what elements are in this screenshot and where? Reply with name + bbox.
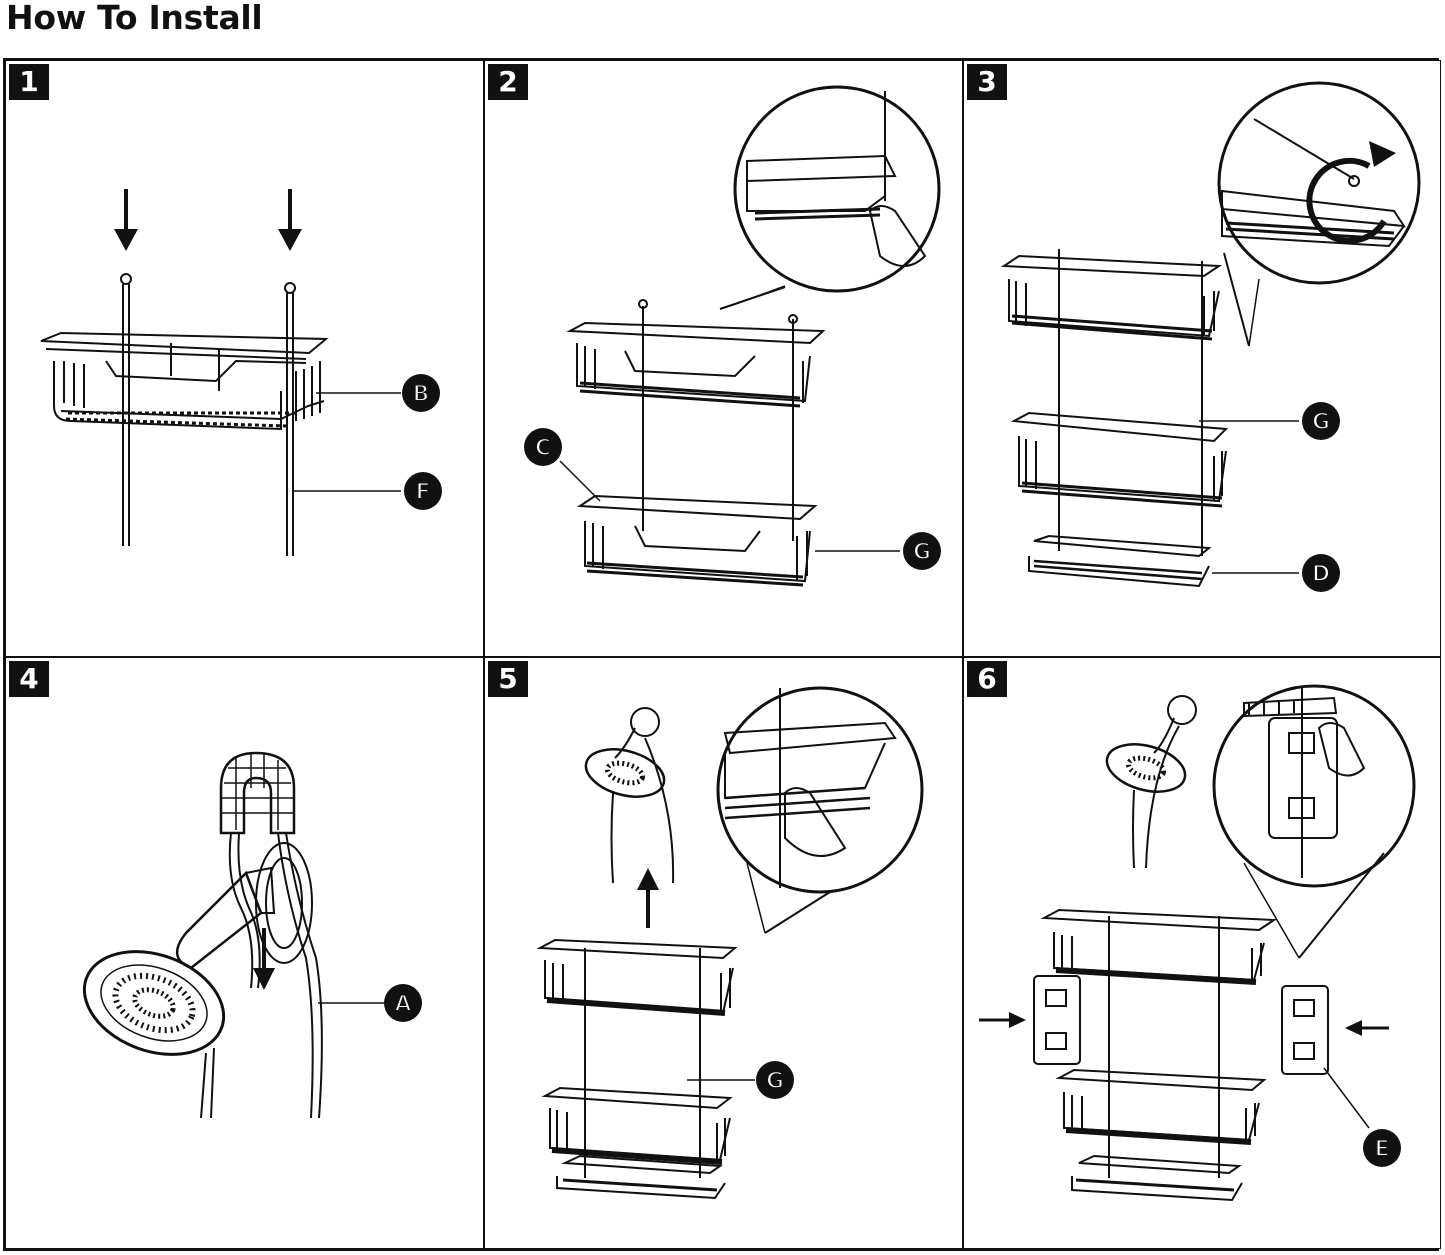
top-basket-icon [1040,908,1278,985]
lower-basket-icon [576,494,818,587]
pole-icon [1058,249,1203,556]
callout-C: C [524,428,562,466]
soap-dish-icon [1028,534,1212,588]
step-3-number: 3 [967,64,1007,100]
step-4-panel: 4 [5,657,484,1249]
svg-text:A: A [394,992,411,1017]
instruction-grid: 1 [3,58,1441,1251]
step-1-number: 1 [9,64,49,100]
step-4-number: 4 [9,661,49,697]
svg-text:E: E [1374,1137,1389,1162]
callout-leader [293,392,401,492]
basket-icon [40,331,329,431]
callout-E: E [1363,1129,1401,1167]
step-2-panel: 2 [484,60,963,657]
callout-leader [1323,1067,1370,1129]
step-1-panel: 1 [5,60,484,657]
up-arrow-icon [637,868,659,928]
svg-text:G: G [1312,410,1330,435]
svg-text:C: C [535,436,551,461]
svg-text:D: D [1312,562,1330,587]
soap-dish-icon [556,1154,726,1200]
svg-text:G: G [766,1069,784,1094]
page-title: How To Install [6,0,263,37]
step-5-illustration: G [536,686,924,1200]
pole-icon [120,273,296,556]
step-2-number: 2 [488,64,528,100]
step-2-illustration: C G [524,85,941,587]
adhesive-pad-icon [1033,975,1329,1075]
callout-leader [1199,420,1299,574]
svg-text:G: G [913,540,931,565]
zoom-circle-icon [1217,81,1421,347]
top-basket-icon [536,938,738,1016]
middle-basket-icon [1010,411,1229,508]
middle-basket-icon [541,1086,733,1165]
pole-icon [584,948,701,1178]
callout-G: G [903,532,941,570]
down-arrow-icon [253,928,275,990]
u-hook-icon [219,751,296,835]
right-arrow-icon [979,1012,1026,1028]
step-5-panel: 5 [484,657,963,1249]
zoom-circle-icon [719,85,941,310]
step-1-illustration: B F [40,189,442,556]
middle-basket-icon [1055,1068,1267,1145]
step-6-illustration: E [979,684,1416,1202]
shower-head-icon [82,950,226,1119]
shower-head-icon [584,707,675,884]
zoom-circle-icon [1212,684,1416,959]
step-4-illustration: A [82,751,422,1119]
top-basket-icon [1000,254,1223,341]
down-arrow-icon [278,189,302,251]
hook-arm-icon [228,832,323,1119]
svg-text:B: B [413,382,430,407]
callout-B: B [402,374,440,412]
callout-leader [559,460,900,552]
zoom-circle-icon [716,686,924,934]
step-3-illustration: G D [1000,81,1421,592]
step-5-number: 5 [488,661,528,697]
callout-D: D [1302,554,1340,592]
rotate-arrow-icon [1369,141,1396,167]
svg-text:F: F [415,480,430,505]
shower-head-icon [1105,695,1197,869]
callout-F: F [404,472,442,510]
upper-basket-icon [566,321,826,408]
callout-A: A [384,984,422,1022]
left-arrow-icon [1345,1020,1389,1036]
callout-G: G [756,1061,794,1099]
callout-G: G [1302,402,1340,440]
step-6-number: 6 [967,661,1007,697]
down-arrow-icon [114,189,138,251]
soap-dish-icon [1071,1154,1243,1202]
step-6-panel: 6 [963,657,1441,1249]
step-3-panel: 3 [963,60,1441,657]
